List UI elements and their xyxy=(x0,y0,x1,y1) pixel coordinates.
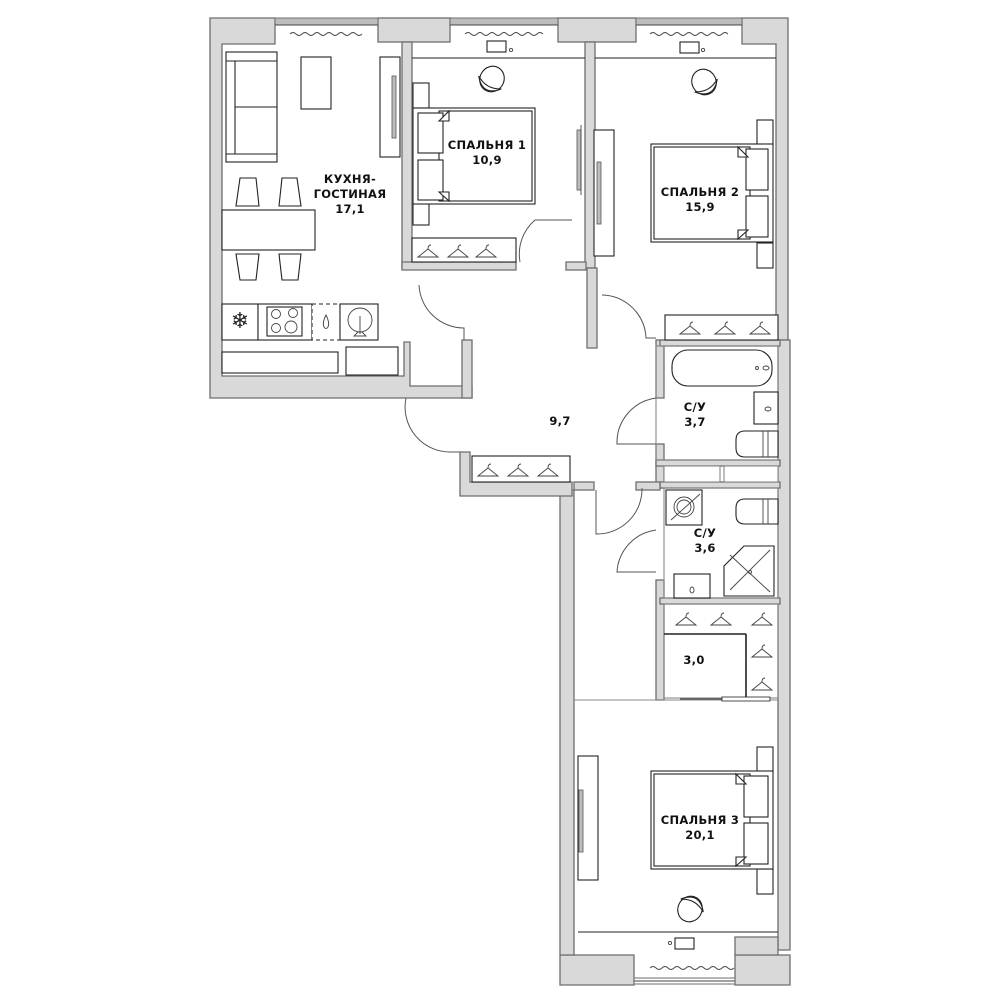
interior-lines xyxy=(412,57,779,933)
room-label-bedroom2: СПАЛЬНЯ 2 15,9 xyxy=(661,185,739,215)
walls xyxy=(209,17,791,986)
kitchen-furniture: ❄ xyxy=(221,51,401,376)
room-name: СПАЛЬНЯ 3 xyxy=(660,813,740,827)
room-name: СПАЛЬНЯ 1 xyxy=(447,138,527,152)
svg-text:❄: ❄ xyxy=(231,309,249,334)
room-area: 10,9 xyxy=(472,153,502,167)
bath1-fixtures xyxy=(663,349,779,483)
wardrobe-fixtures xyxy=(664,612,774,702)
room-label-bedroom1: СПАЛЬНЯ 1 10,9 xyxy=(448,138,526,168)
room-name: СПАЛЬНЯ 2 xyxy=(660,185,740,199)
room-area: 15,9 xyxy=(685,200,715,214)
room-name: ГОСТИНАЯ xyxy=(313,187,387,201)
room-area: 9,7 xyxy=(549,414,571,428)
bath2-fixtures xyxy=(665,489,779,599)
bedroom1-furniture xyxy=(411,40,582,263)
room-label-bath2: С/У 3,6 xyxy=(694,526,716,556)
bedroom2-furniture xyxy=(593,41,779,341)
room-name: С/У xyxy=(693,526,717,540)
room-name: КУХНЯ- xyxy=(323,172,377,186)
room-label-hall: 9,7 xyxy=(549,414,570,429)
room-area: 20,1 xyxy=(685,828,715,842)
room-area: 3,0 xyxy=(683,653,705,667)
room-label-kitchen: КУХНЯ- ГОСТИНАЯ 17,1 xyxy=(314,172,387,217)
hall-furniture xyxy=(471,455,571,483)
bedroom3-furniture xyxy=(577,746,774,950)
room-label-wardrobe: 3,0 xyxy=(683,653,704,668)
room-label-bedroom3: СПАЛЬНЯ 3 20,1 xyxy=(661,813,739,843)
windows xyxy=(274,17,743,985)
room-area: 3,7 xyxy=(684,415,706,429)
room-area: 17,1 xyxy=(335,202,365,216)
doors xyxy=(404,219,657,573)
room-area: 3,6 xyxy=(694,541,716,555)
room-label-bath1: С/У 3,7 xyxy=(684,400,706,430)
room-name: С/У xyxy=(683,400,707,414)
